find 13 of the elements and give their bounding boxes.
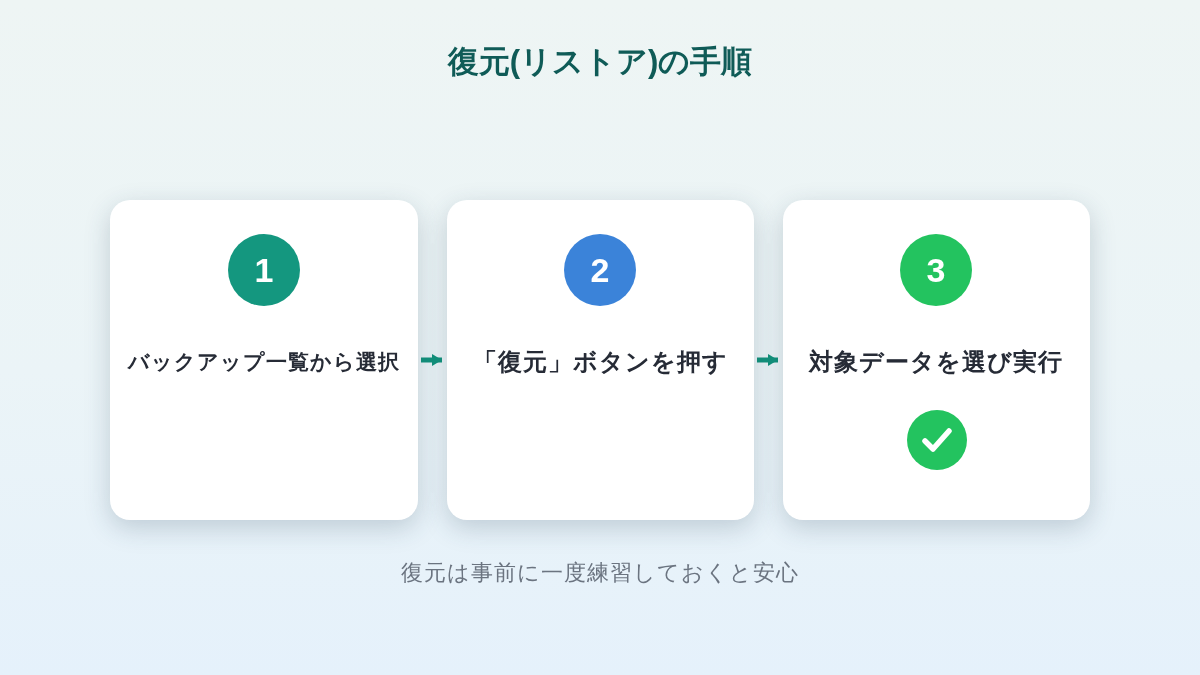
step-card [110, 200, 418, 520]
step-label: 対象データを選び実行 [809, 347, 1063, 377]
caption: 復元は事前に一度練習しておくと安心 [401, 559, 799, 587]
step-card [783, 200, 1090, 520]
step-label: 「復元」ボタンを押す [472, 347, 728, 377]
number-circle: 3 [900, 234, 972, 306]
step-card [447, 200, 754, 520]
title: 復元(リストア)の手順 [447, 43, 753, 81]
step-label: バックアップ一覧から選択 [128, 349, 400, 375]
number-circle: 1 [228, 234, 300, 306]
arrow [757, 354, 778, 366]
arrow [421, 354, 442, 366]
number-circle: 2 [564, 234, 636, 306]
